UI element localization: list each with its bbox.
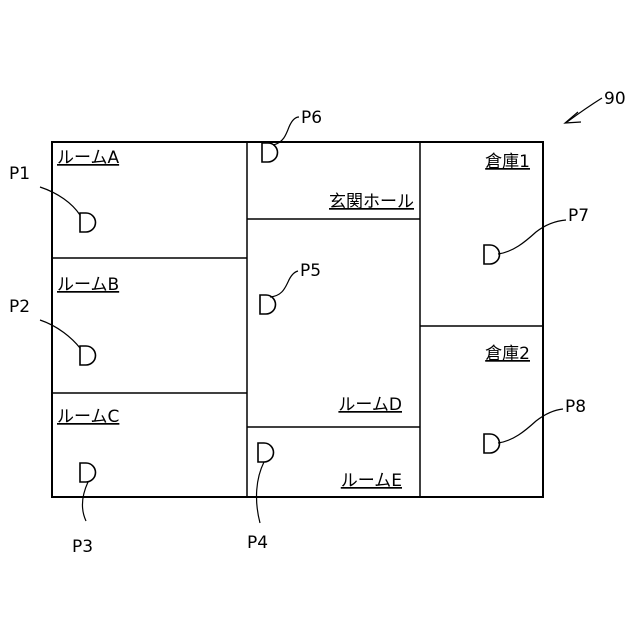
leader-line-p8 (498, 409, 563, 443)
d-shaped-device-icon-p6 (262, 143, 278, 162)
entrance-hall-label: 玄関ホール (329, 192, 414, 212)
reference-arrow-line (567, 98, 602, 122)
d-shaped-device-icon-p2 (80, 346, 96, 365)
leader-line-p6 (273, 117, 299, 145)
storage-1-label: 倉庫1 (485, 152, 530, 172)
storage-2-label: 倉庫2 (485, 344, 530, 364)
d-shaped-device-icon-p8 (484, 434, 500, 453)
leader-line-p4 (257, 462, 264, 523)
leader-line-p1 (40, 187, 80, 215)
point-label-p1: P1 (9, 164, 30, 184)
room-a-label: ルームA (57, 148, 119, 168)
d-shaped-device-icon-p5 (260, 295, 276, 314)
building-outline (52, 142, 543, 497)
d-shaped-device-icon-p1 (80, 213, 96, 232)
reference-number: 90 (604, 89, 626, 109)
d-shaped-device-icon-p3 (80, 463, 96, 482)
leader-line-p5 (270, 271, 298, 297)
point-label-p8: P8 (565, 397, 586, 417)
room-b-label: ルームB (57, 275, 119, 295)
room-d-label: ルームD (338, 395, 402, 415)
point-label-p7: P7 (568, 206, 589, 226)
leader-line-p3 (82, 482, 88, 521)
point-label-p2: P2 (9, 297, 30, 317)
leader-line-p7 (498, 220, 566, 254)
point-label-p5: P5 (300, 261, 321, 281)
room-e-label: ルームE (341, 471, 402, 491)
d-shaped-device-icon-p7 (484, 245, 500, 264)
point-label-p3: P3 (72, 537, 93, 557)
leader-line-p2 (40, 320, 80, 348)
point-label-p6: P6 (301, 108, 322, 128)
d-shaped-device-icon-p4 (258, 443, 274, 462)
point-label-p4: P4 (247, 533, 268, 553)
room-c-label: ルームC (57, 407, 119, 427)
